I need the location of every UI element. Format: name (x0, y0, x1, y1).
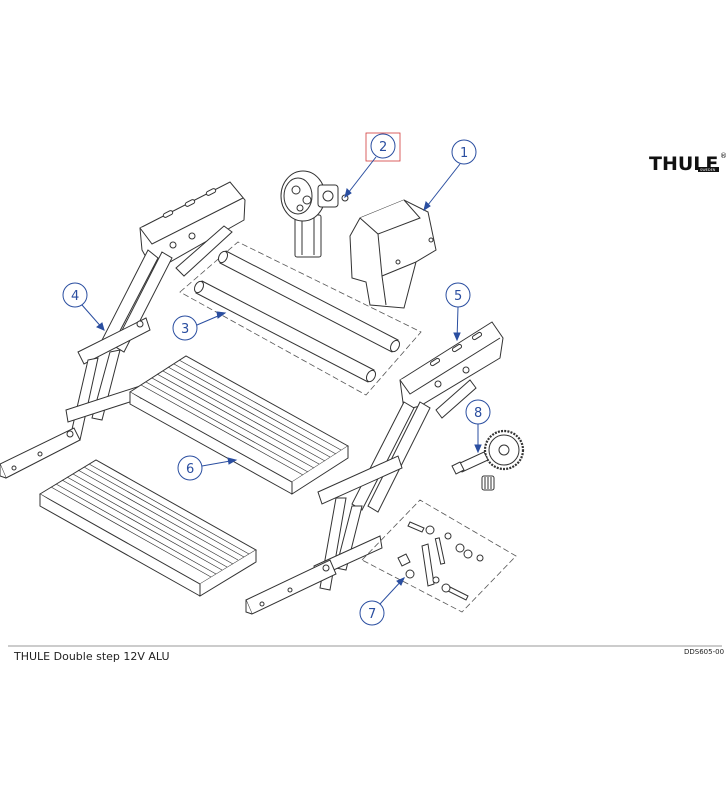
highlight-box (365, 132, 401, 162)
gear-part (451, 429, 525, 491)
hardware-kit-part (361, 499, 517, 613)
motor-part (280, 170, 349, 258)
callout-1[interactable]: 1 (423, 139, 477, 212)
rods-part (179, 241, 422, 396)
right-mechanism-part (245, 321, 504, 615)
callout-5[interactable]: 5 (445, 282, 471, 342)
callout-6-label: 6 (186, 462, 194, 477)
footer-title: THULE Double step 12V ALU (13, 650, 170, 663)
footer-code: DDS605-00 (684, 648, 724, 656)
callout-8-label: 8 (474, 406, 482, 421)
logo-reg: ® (720, 152, 727, 160)
step-plates-part (39, 355, 349, 597)
callout-4-label: 4 (71, 289, 79, 304)
callout-2[interactable]: 2 (344, 132, 401, 199)
logo-sub: SWEDEN (700, 168, 716, 172)
callout-2-label: 2 (379, 140, 387, 155)
callouts: 1 2 3 4 5 (62, 132, 491, 626)
callout-3[interactable]: 3 (172, 311, 227, 341)
callout-1-label: 1 (460, 146, 468, 161)
callout-3-label: 3 (181, 322, 189, 337)
callout-6[interactable]: 6 (177, 455, 238, 481)
thule-logo: THULE ® SWEDEN (649, 152, 727, 175)
callout-7[interactable]: 7 (359, 577, 405, 626)
callout-8[interactable]: 8 (465, 399, 491, 454)
left-mechanism-part (0, 181, 246, 479)
footer: THULE Double step 12V ALU DDS605-00 (8, 645, 724, 663)
callout-4[interactable]: 4 (62, 282, 105, 331)
callout-5-label: 5 (454, 289, 462, 304)
motor-cover-part (349, 199, 437, 309)
callout-7-label: 7 (368, 607, 376, 622)
